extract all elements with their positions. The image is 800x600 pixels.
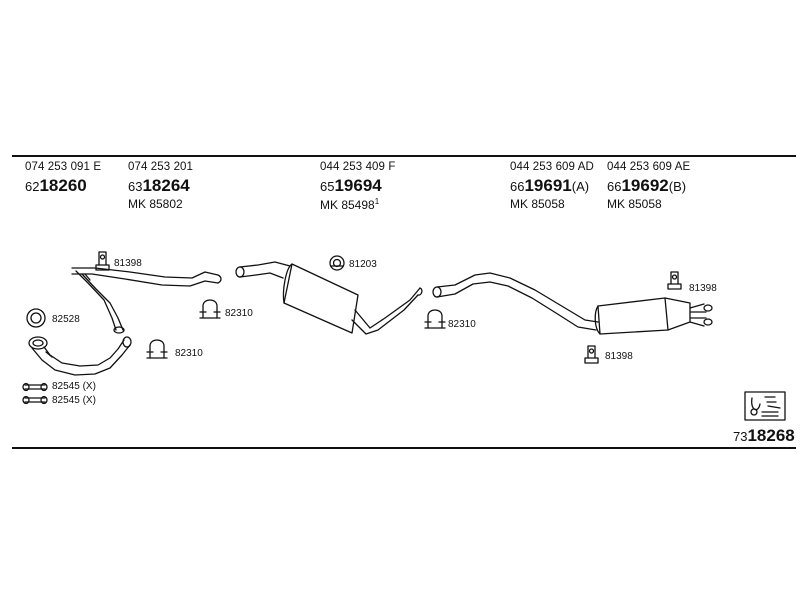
hanger-label[interactable]: 81398 bbox=[689, 283, 717, 294]
part-column-5: 044 253 609 AE 6619692(B) MK 85058 bbox=[607, 161, 691, 211]
gasket-ring[interactable] bbox=[329, 255, 345, 271]
clamp-label[interactable]: 82310 bbox=[448, 319, 476, 330]
rear-silencer[interactable] bbox=[594, 297, 713, 335]
rubber-hanger-icon[interactable] bbox=[584, 345, 599, 364]
bolt-icon[interactable] bbox=[22, 382, 48, 392]
rubber-hanger-icon[interactable] bbox=[667, 271, 682, 290]
mounting-kit-icon[interactable] bbox=[744, 391, 786, 421]
footnote-marker: 1 bbox=[374, 196, 380, 206]
gasket-label[interactable]: 82528 bbox=[52, 314, 80, 325]
hanger-label[interactable]: 81398 bbox=[605, 351, 633, 362]
oem-number: 074 253 091 E bbox=[25, 161, 102, 173]
front-pipe[interactable] bbox=[71, 267, 222, 334]
middle-silencer[interactable] bbox=[235, 261, 423, 335]
kit-number[interactable]: 7318268 bbox=[733, 426, 795, 445]
mounting-kit-number[interactable]: MK 85058 bbox=[607, 196, 662, 211]
clamp-icon[interactable] bbox=[146, 339, 168, 359]
oem-number: 044 253 409 F bbox=[320, 161, 396, 173]
gasket-label[interactable]: 81203 bbox=[349, 259, 377, 270]
part-number[interactable]: 6318264 bbox=[128, 175, 190, 195]
bottom-divider bbox=[12, 447, 796, 449]
hanger-label[interactable]: 81398 bbox=[114, 258, 142, 269]
clamp-icon[interactable] bbox=[424, 309, 446, 329]
part-column-4: 044 253 609 AD 6619691(A) MK 85058 bbox=[510, 161, 594, 211]
part-column-1: 074 253 091 E 6218260 bbox=[25, 161, 102, 195]
rubber-hanger-icon[interactable] bbox=[95, 251, 110, 271]
down-pipe[interactable] bbox=[28, 336, 132, 376]
bolt-label[interactable]: 82545 (X) bbox=[52, 381, 96, 392]
part-number[interactable]: 6218260 bbox=[25, 175, 87, 195]
part-column-2: 074 253 201 6318264 MK 85802 bbox=[128, 161, 194, 211]
mounting-kit-number[interactable]: MK 85802 bbox=[128, 196, 183, 211]
mounting-kit-number[interactable]: MK 854981 bbox=[320, 196, 380, 212]
clamp-icon[interactable] bbox=[199, 299, 221, 319]
part-column-3: 044 253 409 F 6519694 MK 854981 bbox=[320, 161, 396, 212]
gasket-ring[interactable] bbox=[26, 308, 46, 328]
clamp-label[interactable]: 82310 bbox=[175, 348, 203, 359]
oem-number: 044 253 609 AE bbox=[607, 161, 691, 173]
oem-number: 074 253 201 bbox=[128, 161, 194, 173]
oem-number: 044 253 609 AD bbox=[510, 161, 594, 173]
part-number[interactable]: 6519694 bbox=[320, 175, 382, 195]
part-number[interactable]: 6619691(A) bbox=[510, 175, 590, 195]
rear-pipe[interactable] bbox=[432, 272, 599, 331]
top-divider bbox=[12, 155, 796, 157]
clamp-label[interactable]: 82310 bbox=[225, 308, 253, 319]
mounting-kit-number[interactable]: MK 85058 bbox=[510, 196, 565, 211]
part-number[interactable]: 6619692(B) bbox=[607, 175, 687, 195]
bolt-label[interactable]: 82545 (X) bbox=[52, 395, 96, 406]
bolt-icon[interactable] bbox=[22, 395, 48, 405]
